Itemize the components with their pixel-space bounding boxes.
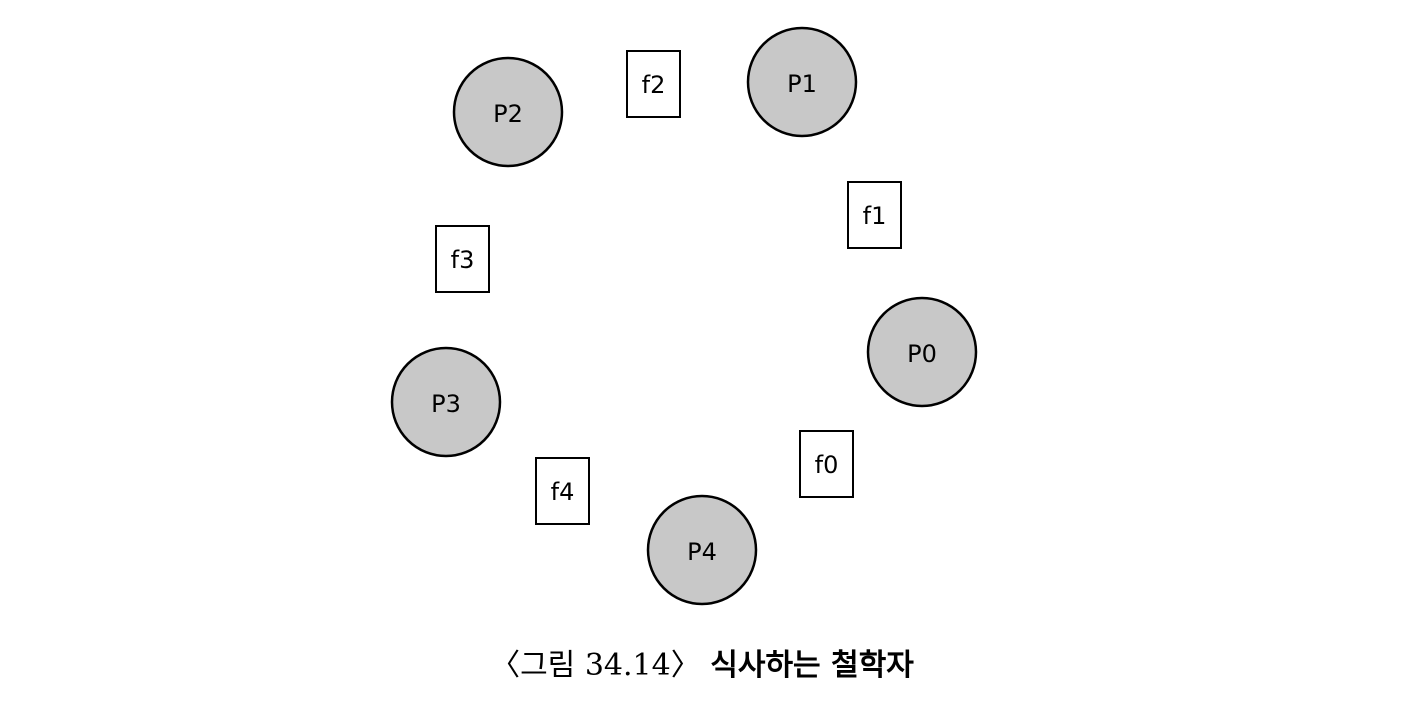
philosopher-p2-circle [452,56,564,168]
philosopher-p1: P1 [746,26,858,138]
philosopher-p4-circle [646,494,758,606]
fork-f3-box [435,225,490,293]
philosopher-p0-circle [866,296,978,408]
philosopher-p0-label: P0 [907,340,937,368]
fork-f2: f2 [626,50,681,118]
fork-f3-label: f3 [451,246,475,274]
philosopher-p1-label: P1 [787,70,817,98]
philosopher-p2: P2 [452,56,564,168]
figure-caption-number: 〈그림 34.14〉 [490,648,701,683]
philosopher-p3-label: P3 [431,390,461,418]
philosopher-p3-circle [390,346,502,458]
figure-caption: 〈그림 34.14〉 식사하는 철학자 [0,640,1404,684]
philosopher-p0: P0 [866,296,978,408]
philosopher-p1-circle [746,26,858,138]
fork-f1-box [847,181,902,249]
fork-f1: f1 [847,181,902,249]
fork-f4: f4 [535,457,590,525]
fork-f3: f3 [435,225,490,293]
fork-f1-label: f1 [863,202,887,230]
fork-f4-box [535,457,590,525]
fork-f2-box [626,50,681,118]
philosopher-p4: P4 [646,494,758,606]
fork-f0-label: f0 [815,451,839,479]
philosopher-p2-label: P2 [493,100,523,128]
fork-f4-label: f4 [551,478,575,506]
philosopher-p3: P3 [390,346,502,458]
fork-f2-label: f2 [642,71,666,99]
fork-f0-box [799,430,854,498]
philosopher-p4-label: P4 [687,538,717,566]
figure-caption-title: 식사하는 철학자 [710,648,914,683]
fork-f0: f0 [799,430,854,498]
